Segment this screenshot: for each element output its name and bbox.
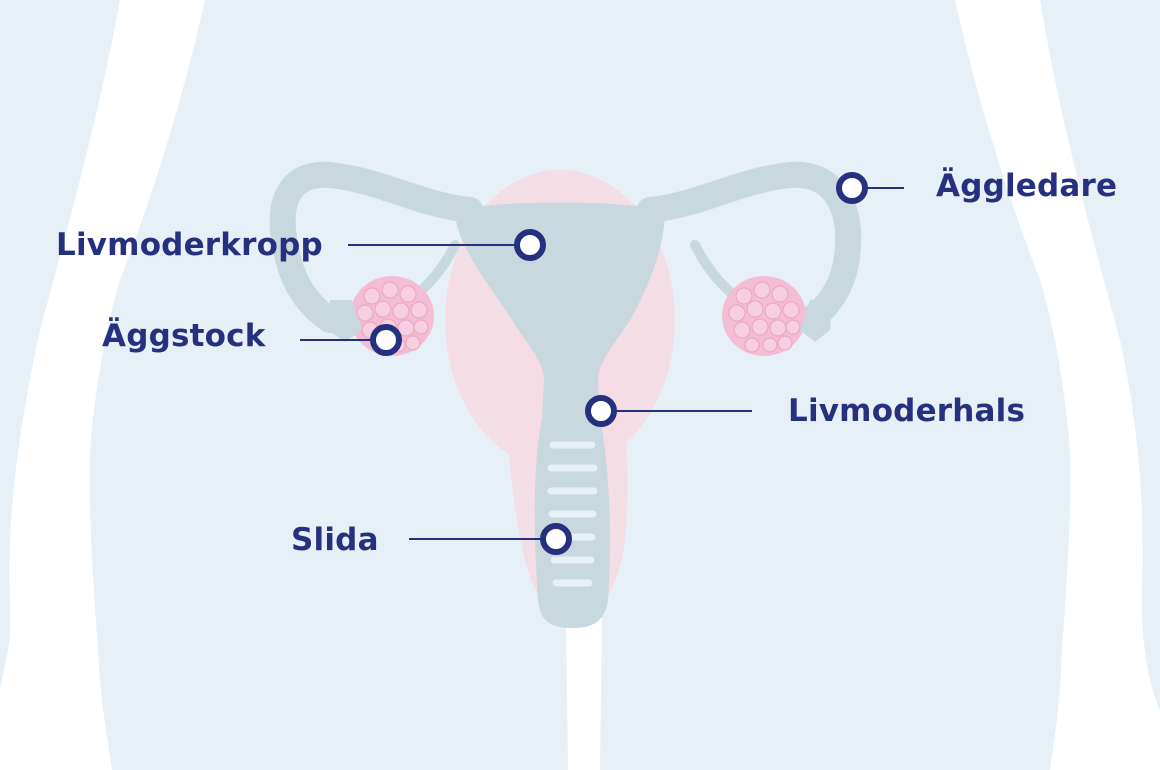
label-livmoderhals: Livmoderhals <box>788 393 1026 429</box>
uterus-shape <box>455 202 665 420</box>
fimbriae <box>328 300 832 342</box>
right-ovary <box>722 276 806 356</box>
ring-marker-icon <box>514 229 546 261</box>
label-slida: Slida <box>291 522 379 558</box>
label-livmoderkropp: Livmoderkropp <box>56 227 323 263</box>
ring-marker-icon <box>540 523 572 555</box>
leader-lines <box>300 187 904 540</box>
ring-marker-icon <box>836 172 868 204</box>
ring-marker-icon <box>370 324 402 356</box>
label-aggledare: Äggledare <box>936 168 1118 204</box>
markers <box>370 172 868 555</box>
label-aggstock: Äggstock <box>102 318 266 354</box>
fallopian-tubes <box>269 161 862 333</box>
vagina-shape <box>534 418 610 628</box>
vagina-ridges <box>547 441 598 587</box>
ring-marker-icon <box>585 395 617 427</box>
